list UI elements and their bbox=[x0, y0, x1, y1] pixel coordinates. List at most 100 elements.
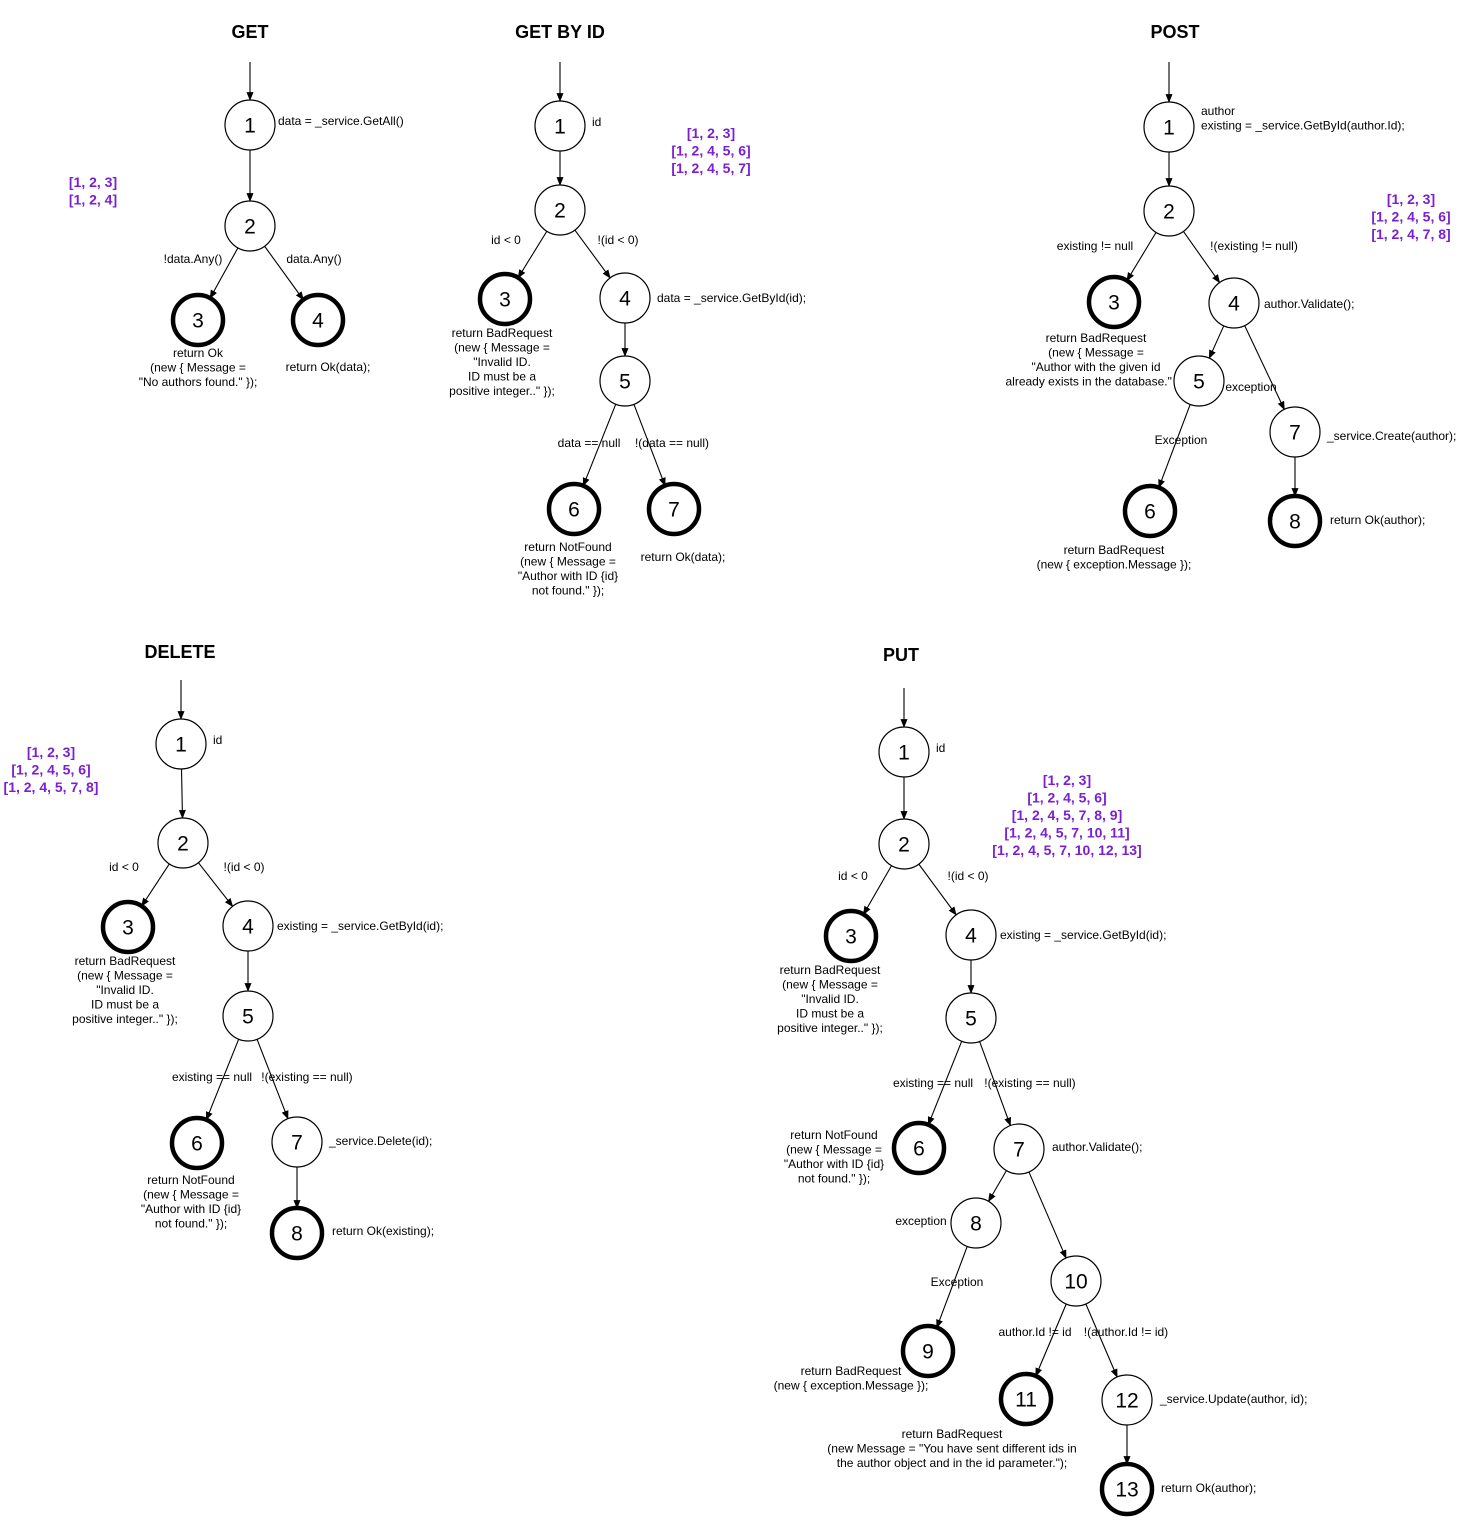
node-note-line: "Invalid ID. bbox=[801, 992, 859, 1006]
test-paths: [1, 2, 3][1, 2, 4, 5, 6][1, 2, 4, 5, 7] bbox=[671, 125, 750, 176]
node-note-line: return Ok(data); bbox=[286, 360, 371, 374]
node-note-line: "Invalid ID. bbox=[473, 355, 531, 369]
node-number: 6 bbox=[913, 1138, 925, 1161]
node-number: 8 bbox=[970, 1213, 982, 1236]
node-number: 13 bbox=[1115, 1479, 1138, 1502]
node-note-line: return BadRequest bbox=[1046, 331, 1147, 345]
node-5: 5 bbox=[222, 990, 274, 1042]
edge-2-3 bbox=[517, 230, 548, 279]
node-note: return Ok(author); bbox=[1161, 1481, 1256, 1495]
test-paths-line: [1, 2, 3] bbox=[69, 174, 117, 190]
edge-5-6 bbox=[205, 1038, 240, 1121]
node-note-line: return BadRequest bbox=[801, 1364, 902, 1378]
node-note: return BadRequest(new { Message ="Invali… bbox=[449, 326, 555, 398]
node-7: 7 _service.Create(author); bbox=[1269, 406, 1456, 458]
edge-label: id < 0 bbox=[491, 233, 521, 247]
node-note: existing = _service.GetById(id); bbox=[277, 919, 443, 933]
edge-label: !(data == null) bbox=[635, 436, 709, 450]
node-number: 5 bbox=[965, 1008, 977, 1031]
node-number: 6 bbox=[191, 1133, 203, 1156]
node-note-line: author.Validate(); bbox=[1052, 1140, 1143, 1154]
node-note: return NotFound(new { Message ="Author w… bbox=[784, 1128, 884, 1186]
node-note-line: "Author with ID {id} bbox=[784, 1157, 884, 1171]
edge-label: !(id < 0) bbox=[223, 860, 264, 874]
node-number: 4 bbox=[312, 310, 324, 333]
terminal-node-circle bbox=[1122, 483, 1178, 539]
node-note: return BadRequest(new { exception.Messag… bbox=[1037, 543, 1192, 572]
node-12: 12_service.Update(author, id); bbox=[1101, 1374, 1307, 1426]
node-note-line: data = _service.GetById(id); bbox=[657, 291, 806, 305]
node-note-line: ID must be a bbox=[468, 370, 536, 384]
node-note-line: return BadRequest bbox=[780, 963, 881, 977]
node-note-line: return BadRequest bbox=[902, 1427, 1003, 1441]
test-paths-line: [1, 2, 4, 5, 6] bbox=[1027, 790, 1106, 806]
edge-label: exception bbox=[1225, 380, 1276, 394]
node-note-line: positive integer.." }); bbox=[72, 1012, 178, 1026]
terminal-node-circle bbox=[269, 1205, 325, 1261]
test-paths-line: [1, 2, 4] bbox=[69, 192, 117, 208]
node-note: data = _service.GetById(id); bbox=[657, 291, 806, 305]
node-circle bbox=[222, 900, 274, 952]
node-note-line: (new { exception.Message }); bbox=[1037, 558, 1192, 572]
node-note: return Ok(data); bbox=[641, 550, 726, 564]
terminal-node-circle bbox=[170, 292, 226, 348]
node-note: author.Validate(); bbox=[1052, 1140, 1143, 1154]
node-3: 3 return Ok(new { Message ="No authors fo… bbox=[139, 292, 258, 389]
node-number: 5 bbox=[619, 371, 631, 394]
test-paths-line: [1, 2, 3] bbox=[687, 125, 735, 141]
node-circle bbox=[599, 272, 651, 324]
terminal-node-circle bbox=[823, 908, 879, 964]
test-paths-line: [1, 2, 3] bbox=[1043, 772, 1091, 788]
node-circle bbox=[945, 992, 997, 1044]
node-circle bbox=[945, 909, 997, 961]
terminal-node-circle bbox=[998, 1371, 1054, 1427]
graph-delete: DELETE[1, 2, 3][1, 2, 4, 5, 6][1, 2, 4, … bbox=[4, 642, 443, 1261]
node-number: 7 bbox=[1289, 422, 1301, 445]
node-circle bbox=[599, 355, 651, 407]
edge-4-5 bbox=[1208, 325, 1225, 359]
node-5: 5 bbox=[945, 992, 997, 1044]
node-circle bbox=[224, 200, 276, 252]
test-paths: [1, 2, 3][1, 2, 4, 5, 6][1, 2, 4, 5, 7, … bbox=[992, 772, 1141, 858]
edge-label: existing != null bbox=[1057, 239, 1133, 253]
node-note: return BadRequest(new { Message ="Invali… bbox=[72, 954, 178, 1026]
node-number: 3 bbox=[192, 310, 204, 333]
node-note-line: return Ok bbox=[173, 346, 224, 360]
node-note: return Ok(author); bbox=[1330, 513, 1425, 527]
terminal-node-circle bbox=[891, 1120, 947, 1176]
terminal-node-circle bbox=[100, 899, 156, 955]
node-note-line: id bbox=[213, 733, 222, 747]
node-note: existing = _service.GetById(id); bbox=[1000, 928, 1166, 942]
node-note: return Ok(data); bbox=[286, 360, 371, 374]
test-paths-line: [1, 2, 4, 5, 6] bbox=[11, 762, 90, 778]
node-note: return Ok(new { Message ="No authors fou… bbox=[139, 346, 258, 389]
node-note-line: _service.Create(author); bbox=[1326, 429, 1456, 443]
edge-10-12 bbox=[1085, 1303, 1118, 1378]
node-note-line: ID must be a bbox=[796, 1007, 864, 1021]
node-circle bbox=[1143, 185, 1195, 237]
node-number: 12 bbox=[1115, 1390, 1138, 1413]
graph-title: POST bbox=[1150, 22, 1199, 42]
node-note: _service.Create(author); bbox=[1326, 429, 1456, 443]
terminal-node-circle bbox=[1086, 274, 1142, 330]
edge-5-7 bbox=[633, 404, 666, 487]
node-note-line: "Author with the given id bbox=[1032, 360, 1161, 374]
node-number: 1 bbox=[898, 742, 910, 765]
node-4: 4 return Ok(data); bbox=[286, 292, 371, 374]
edge-label: data.Any() bbox=[286, 252, 341, 266]
node-note: id bbox=[592, 115, 601, 129]
node-note-line: return BadRequest bbox=[452, 326, 553, 340]
node-circle bbox=[224, 99, 276, 151]
edge-label: author.Id != id bbox=[998, 1325, 1071, 1339]
graph-title: GET bbox=[231, 22, 268, 42]
